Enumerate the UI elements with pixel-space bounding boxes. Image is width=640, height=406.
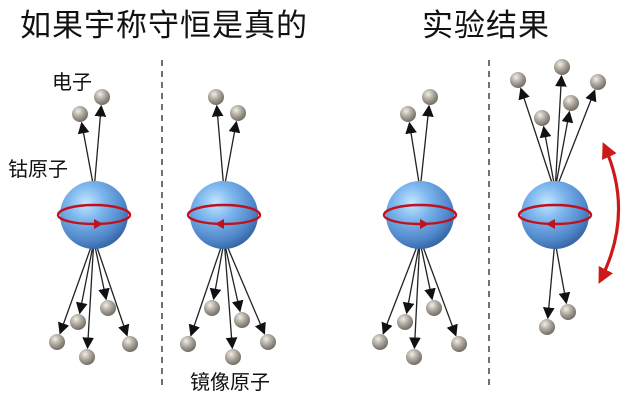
emission-arrow xyxy=(188,246,222,337)
emission-arrow xyxy=(224,246,244,313)
electron xyxy=(208,89,224,105)
electron xyxy=(234,312,250,328)
emission-arrow xyxy=(82,246,95,350)
emission-arrow xyxy=(555,110,574,184)
emission-asymmetry-arrow xyxy=(598,142,621,284)
emission-arrow xyxy=(224,120,241,184)
emission-arrow xyxy=(409,246,421,350)
electron xyxy=(554,59,570,75)
cobalt-nucleus xyxy=(60,181,128,249)
experiment-title: 实验结果 xyxy=(422,8,550,44)
emission-arrow xyxy=(554,74,567,184)
cobalt-nucleus xyxy=(386,181,454,249)
electron xyxy=(422,89,438,105)
electron xyxy=(100,300,116,316)
cobalt-nucleus xyxy=(190,181,258,249)
electron xyxy=(122,336,138,352)
electron xyxy=(204,300,220,316)
emission-arrow xyxy=(539,125,555,184)
electron xyxy=(94,89,110,105)
electron xyxy=(510,72,526,88)
emission-arrow xyxy=(422,246,458,337)
panel-original xyxy=(49,89,138,365)
electron xyxy=(560,304,576,320)
emission-arrow xyxy=(77,121,94,184)
spin-direction-arrow-icon xyxy=(215,219,224,229)
electron xyxy=(406,349,422,365)
electron xyxy=(260,334,276,350)
emission-arrow xyxy=(76,246,94,315)
hypothesis-title: 如果宇称守恒是真的 xyxy=(20,8,308,44)
emission-arrow xyxy=(93,104,107,184)
emission-arrow xyxy=(226,246,266,335)
electron xyxy=(72,106,88,122)
electron xyxy=(539,319,555,335)
cobalt-nucleus xyxy=(521,181,589,249)
cobalt-atom-label: 钴原子 xyxy=(8,157,68,181)
electron xyxy=(70,314,86,330)
electron-label: 电子 xyxy=(52,70,92,94)
emission-arrow xyxy=(96,246,130,337)
emission-arrow xyxy=(211,104,225,184)
panel-mirror xyxy=(180,89,276,365)
emission-arrow xyxy=(209,246,224,301)
electron xyxy=(563,95,579,111)
electron xyxy=(225,349,241,365)
spin-direction-arrow-icon xyxy=(420,219,429,229)
emission-arrow xyxy=(402,246,420,315)
electron xyxy=(451,336,467,352)
emission-arrow xyxy=(420,246,436,301)
electron xyxy=(400,106,416,122)
emission-arrow xyxy=(555,246,571,305)
spin-direction-arrow-icon xyxy=(546,219,555,229)
emission-arrow xyxy=(518,87,553,184)
electron xyxy=(180,336,196,352)
electron xyxy=(372,334,388,350)
electron xyxy=(426,300,442,316)
electron xyxy=(49,334,65,350)
mirror-atom-label: 镜像原子 xyxy=(190,370,270,394)
electron xyxy=(534,110,550,126)
emission-arrow xyxy=(58,246,92,335)
spin-direction-arrow-icon xyxy=(94,219,103,229)
emission-arrow xyxy=(381,246,418,335)
electron xyxy=(590,74,606,90)
panel-experiment-mirror xyxy=(510,59,606,335)
electron xyxy=(79,349,95,365)
panel-experiment-original xyxy=(372,89,467,365)
emission-arrow xyxy=(94,246,110,301)
electron xyxy=(397,314,413,330)
electron xyxy=(230,105,246,121)
emission-arrow xyxy=(420,104,434,184)
emission-arrow xyxy=(405,121,420,184)
emission-arrow xyxy=(542,246,556,320)
emission-arrow xyxy=(224,246,238,350)
emission-arrow xyxy=(557,89,597,184)
